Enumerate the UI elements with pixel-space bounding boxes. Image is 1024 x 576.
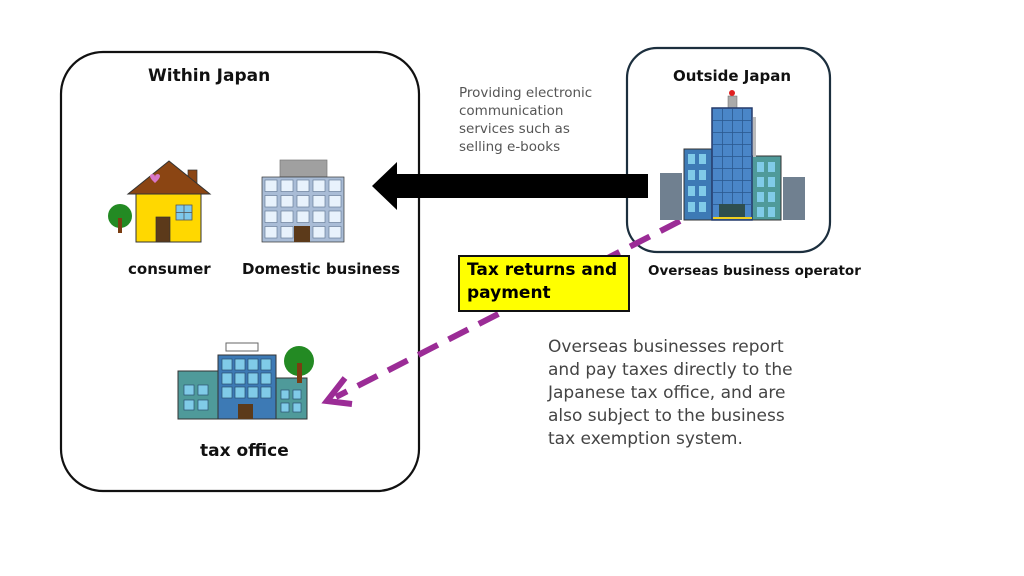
- house-icon: [108, 160, 212, 243]
- consumer-label: consumer: [128, 260, 211, 278]
- tax-office-building-icon: [177, 342, 314, 420]
- tax-office-label: tax office: [200, 441, 289, 461]
- office-building-icon: [261, 159, 345, 243]
- within-japan-frame: [59, 50, 421, 493]
- tax-payment-arrow: [321, 218, 682, 407]
- within-japan-title: Within Japan: [148, 66, 271, 86]
- domestic-business-label: Domestic business: [242, 260, 401, 278]
- description-text: Overseas businesses report and pay taxes…: [548, 337, 793, 449]
- service-arrow: [372, 162, 648, 210]
- tax-returns-label: Tax returns and payment: [458, 255, 630, 312]
- overseas-operator-label: Overseas business operator: [648, 263, 861, 279]
- outside-japan-title: Outside Japan: [673, 67, 792, 85]
- skyscraper-icon: [660, 90, 805, 221]
- service-note: Providing electronic communication servi…: [459, 85, 593, 155]
- outside-japan-frame: [625, 46, 832, 254]
